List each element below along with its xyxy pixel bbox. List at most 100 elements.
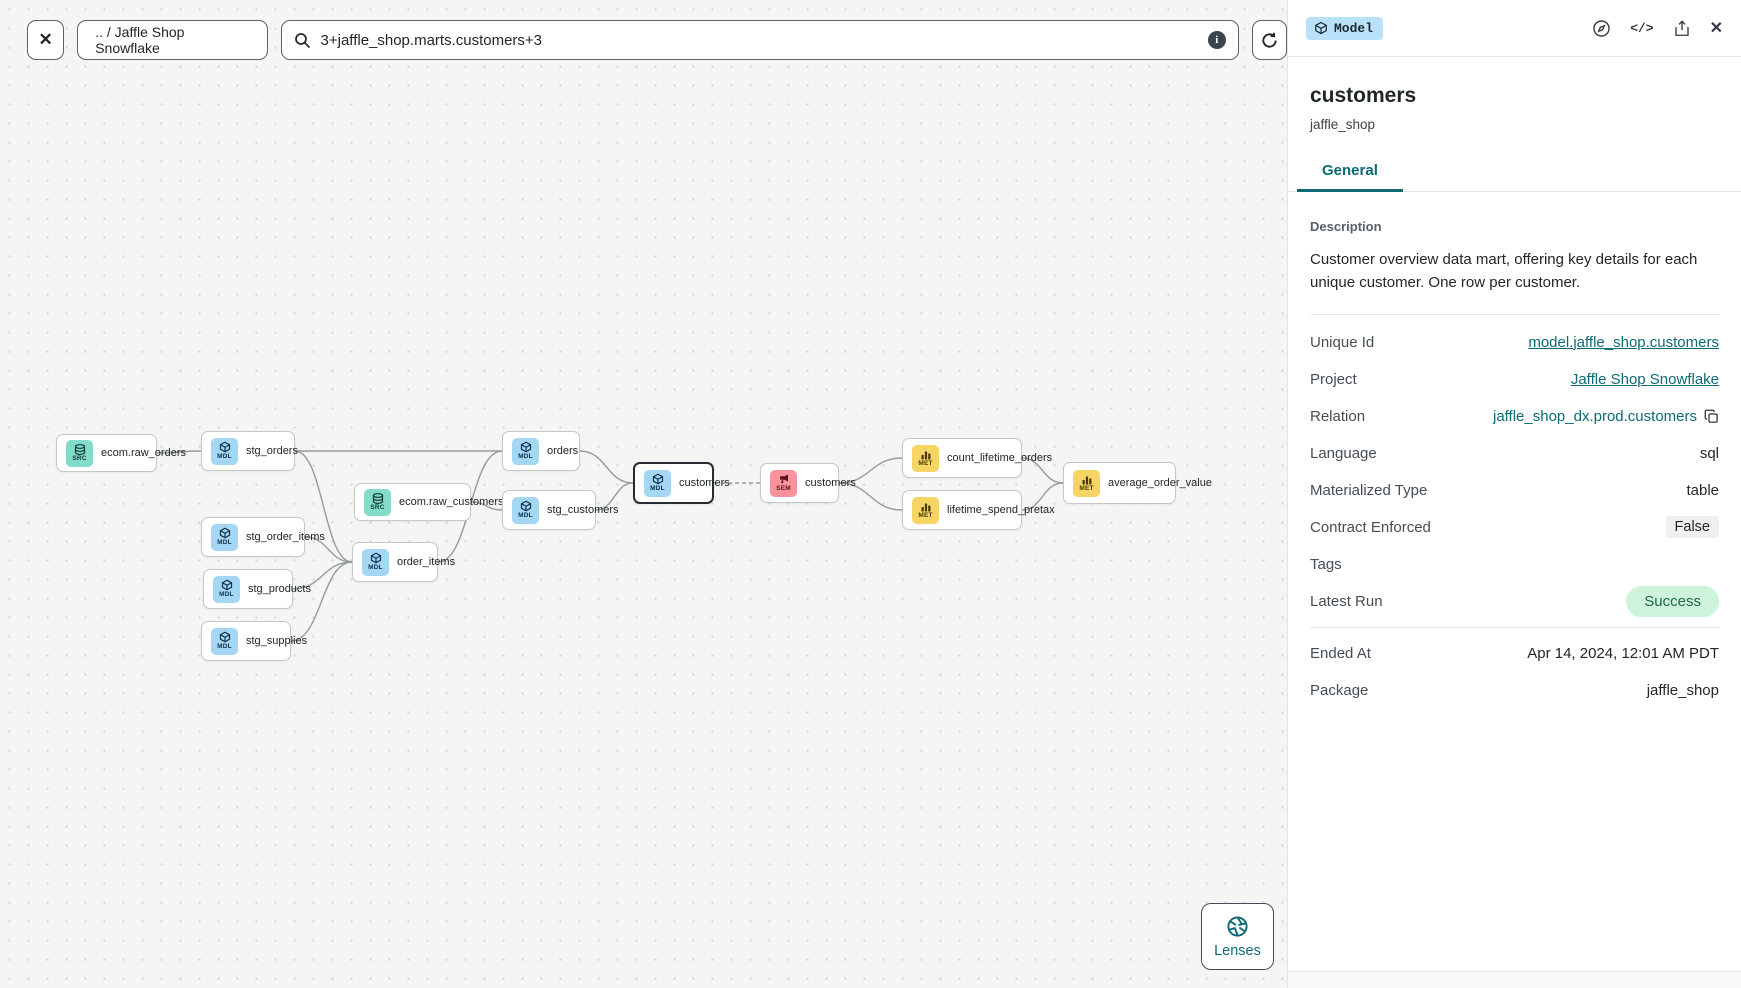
graph-node-label: stg_products <box>248 583 311 595</box>
relation-value: jaffle_shop_dx.prod.customers <box>1492 407 1697 425</box>
field-label: Package <box>1310 681 1369 699</box>
close-lineage-button[interactable]: ✕ <box>27 20 65 60</box>
field-label: Language <box>1310 444 1377 462</box>
edge-stg_supplies-to-order_items <box>290 561 353 642</box>
field-row: Language sql <box>1310 435 1719 472</box>
edge-orders-to-customers <box>579 450 634 484</box>
field-value-text: Apr 14, 2024, 12:01 AM PDT <box>1527 644 1719 662</box>
field-value: Success <box>1626 585 1719 617</box>
field-value-link[interactable]: Jaffle Shop Snowflake <box>1570 370 1719 388</box>
refresh-lineage-button[interactable] <box>1251 20 1287 60</box>
lineage-search-box[interactable]: i <box>280 20 1239 60</box>
field-row: Package jaffle_shop <box>1310 672 1719 709</box>
divider <box>1310 626 1719 628</box>
details-panel-body: customers jaffle_shop General Descriptio… <box>1288 57 1741 971</box>
search-icon <box>294 32 310 48</box>
graph-node-customers_sem[interactable]: SEM customers <box>760 463 856 503</box>
details-panel: Model </> ✕ <box>1287 0 1741 988</box>
refresh-icon <box>1262 32 1277 48</box>
graph-node-stg_supplies[interactable]: MDL stg_supplies <box>201 621 307 661</box>
copy-icon[interactable] <box>1704 409 1719 424</box>
tab-general[interactable]: General <box>1297 162 1403 192</box>
graph-node-label: ecom.raw_orders <box>101 447 186 459</box>
src-resource-icon: SRC <box>364 488 391 516</box>
src-resource-icon: SRC <box>66 439 93 467</box>
mdl-resource-icon: MDL <box>211 523 238 551</box>
sem-resource-icon: SEM <box>770 469 797 497</box>
lenses-button-label: Lenses <box>1214 942 1261 959</box>
details-panel-header: Model </> ✕ <box>1288 0 1741 57</box>
field-row: Ended At Apr 14, 2024, 12:01 AM PDT <box>1310 635 1719 672</box>
graph-node-label: customers <box>805 477 856 489</box>
details-panel-footer <box>1288 971 1741 988</box>
graph-node-raw_customers[interactable]: SRC ecom.raw_customers <box>354 483 504 521</box>
close-panel-icon[interactable]: ✕ <box>1709 20 1723 37</box>
field-value: jaffle_shop_dx.prod.customers <box>1493 408 1719 425</box>
graph-node-label: count_lifetime_orders <box>947 452 1053 464</box>
field-row: Latest Run Success <box>1310 583 1719 620</box>
graph-node-orders[interactable]: MDL orders <box>502 431 580 471</box>
share-icon[interactable] <box>1673 19 1691 38</box>
divider <box>1310 313 1719 315</box>
description-text: Customer overview data mart, offering ke… <box>1310 251 1698 292</box>
graph-node-stg_customers[interactable]: MDL stg_customers <box>502 490 619 530</box>
lineage-topbar: ✕ .. / Jaffle Shop Snowflake i <box>27 20 1287 60</box>
resource-type-badge: Model <box>1306 16 1384 40</box>
graph-node-label: average_order_value <box>1108 477 1212 489</box>
view-code-icon[interactable]: </> <box>1630 20 1654 36</box>
mdl-resource-icon: MDL <box>211 627 238 655</box>
graph-node-count_lifetime_orders[interactable]: MET count_lifetime_orders <box>902 438 1052 478</box>
model-package-subtitle: jaffle_shop <box>1310 117 1376 132</box>
panel-tabs: General <box>1288 162 1741 192</box>
graph-node-label: stg_customers <box>547 504 619 516</box>
lenses-button[interactable]: Lenses <box>1201 903 1274 970</box>
graph-node-label: stg_orders <box>246 445 298 457</box>
breadcrumb[interactable]: .. / Jaffle Shop Snowflake <box>77 20 268 60</box>
graph-node-label: orders <box>547 445 579 457</box>
field-row: Tags <box>1310 546 1719 583</box>
field-value: Jaffle Shop Snowflake <box>1571 371 1719 388</box>
met-resource-icon: MET <box>912 444 939 472</box>
mdl-resource-icon: MDL <box>644 469 671 497</box>
mdl-resource-icon: MDL <box>213 575 240 603</box>
graph-node-stg_products[interactable]: MDL stg_products <box>203 569 311 609</box>
graph-node-average_order_value[interactable]: MET average_order_value <box>1063 462 1212 504</box>
field-value-text: sql <box>1699 444 1719 462</box>
graph-node-lifetime_spend_pretax[interactable]: MET lifetime_spend_pretax <box>902 490 1055 530</box>
field-row: Project Jaffle Shop Snowflake <box>1310 361 1719 398</box>
field-value-link[interactable]: model.jaffle_shop.customers <box>1528 333 1719 351</box>
contract-enforced-badge: False <box>1665 516 1719 538</box>
field-label: Tags <box>1310 555 1342 573</box>
met-resource-icon: MET <box>912 496 939 524</box>
mdl-resource-icon: MDL <box>512 496 539 524</box>
resource-type-label: Model <box>1334 20 1374 36</box>
field-label: Project <box>1310 370 1357 388</box>
model-title: customers <box>1310 84 1417 107</box>
field-value: Apr 14, 2024, 12:01 AM PDT <box>1527 645 1719 662</box>
lenses-aperture-icon <box>1227 915 1248 937</box>
field-value-text: jaffle_shop <box>1646 681 1719 699</box>
field-label: Latest Run <box>1310 592 1383 610</box>
mdl-resource-icon: MDL <box>512 437 539 465</box>
explore-compass-icon[interactable] <box>1592 19 1611 38</box>
graph-node-label: stg_supplies <box>246 635 308 647</box>
field-value-text: table <box>1686 481 1719 499</box>
graph-node-label: lifetime_spend_pretax <box>947 504 1055 516</box>
graph-node-label: ecom.raw_customers <box>399 496 504 508</box>
field-label: Ended At <box>1310 644 1371 662</box>
field-value: jaffle_shop <box>1647 682 1719 699</box>
selector-info-icon[interactable]: i <box>1207 31 1226 49</box>
graph-node-raw_orders[interactable]: SRC ecom.raw_orders <box>56 434 186 472</box>
selector-input[interactable] <box>320 31 1198 49</box>
met-resource-icon: MET <box>1073 469 1100 497</box>
description-section-label: Description <box>1310 219 1382 234</box>
